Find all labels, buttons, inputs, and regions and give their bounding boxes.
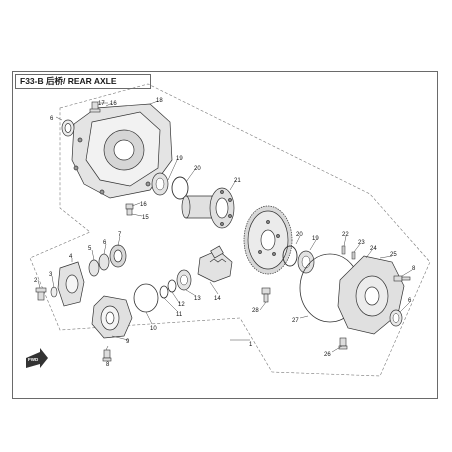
bolt-8-lower — [102, 349, 112, 362]
callout-4: 4 — [69, 254, 73, 260]
diagram-frame: F33-B 后桥/ REAR AXLE — [12, 71, 438, 399]
callout-16-lower: 16 — [140, 202, 147, 208]
callout-6-right: 6 — [408, 298, 412, 304]
callout-24: 24 — [370, 246, 377, 252]
callout-3: 3 — [49, 272, 53, 278]
callout-5: 5 — [88, 246, 92, 252]
pinion-gear — [197, 245, 233, 283]
diagram-title: F33-B 后桥/ REAR AXLE — [15, 74, 151, 89]
washer-3 — [50, 286, 58, 298]
callout-7: 7 — [118, 232, 122, 238]
front-direction-icon — [26, 348, 48, 368]
callout-18: 18 — [156, 98, 163, 104]
callout-9: 9 — [126, 339, 130, 345]
callout-13: 13 — [194, 296, 201, 302]
callout-10: 10 — [150, 326, 157, 332]
callout-26: 26 — [324, 352, 331, 358]
front-mark: FWD — [28, 357, 39, 362]
callout-17: 17 — [98, 101, 105, 107]
oil-seal-5 — [88, 259, 100, 277]
drain-plug — [125, 203, 134, 216]
axle-housing — [71, 103, 173, 199]
oil-seal-6 — [98, 253, 110, 271]
ring-12 — [167, 279, 177, 293]
callout-14: 14 — [214, 296, 221, 302]
ring-20 — [171, 176, 189, 200]
ring-gear — [243, 205, 293, 275]
pin-22 — [341, 245, 346, 255]
callout-8-lower: 8 — [106, 362, 110, 368]
oil-seal-left — [61, 119, 75, 137]
flange-yoke-4 — [57, 261, 85, 307]
callout-22: 22 — [342, 232, 349, 238]
callout-20: 20 — [194, 166, 201, 172]
bolt-28 — [261, 287, 271, 303]
callout-19-right: 19 — [312, 236, 319, 242]
bolt-2 — [35, 287, 47, 301]
callout-23: 23 — [358, 240, 365, 246]
callout-2: 2 — [34, 278, 38, 284]
callout-labels: 1 2 3 4 5 6 6 6 7 8 8 9 10 11 12 13 14 1… — [28, 98, 416, 368]
callout-27: 27 — [292, 318, 299, 324]
callout-19: 19 — [176, 156, 183, 162]
bolt-26 — [338, 337, 348, 350]
callout-6-top: 6 — [50, 116, 54, 122]
callout-20-right: 20 — [296, 232, 303, 238]
callout-12: 12 — [178, 302, 185, 308]
flange-hub — [181, 187, 235, 229]
callout-28: 28 — [252, 308, 259, 314]
callout-15: 15 — [142, 215, 149, 221]
breather-plug — [89, 101, 101, 113]
callout-8-right: 8 — [412, 266, 416, 272]
leader-lines — [37, 100, 413, 353]
bearing-7 — [109, 244, 127, 268]
callout-6: 6 — [103, 240, 107, 246]
pin-23 — [351, 251, 356, 260]
bolt-8-right — [393, 275, 411, 282]
callout-11: 11 — [176, 312, 183, 318]
ring-20-right — [282, 245, 298, 267]
callout-16-upper: 16 — [110, 101, 117, 107]
oring-10 — [133, 283, 159, 313]
ring-11 — [159, 285, 169, 299]
pinion-cover — [91, 295, 133, 339]
callout-21: 21 — [234, 178, 241, 184]
assembly-boundary — [29, 83, 431, 377]
callout-1: 1 — [249, 342, 253, 348]
callout-25: 25 — [390, 252, 397, 258]
right-cover — [337, 255, 405, 335]
